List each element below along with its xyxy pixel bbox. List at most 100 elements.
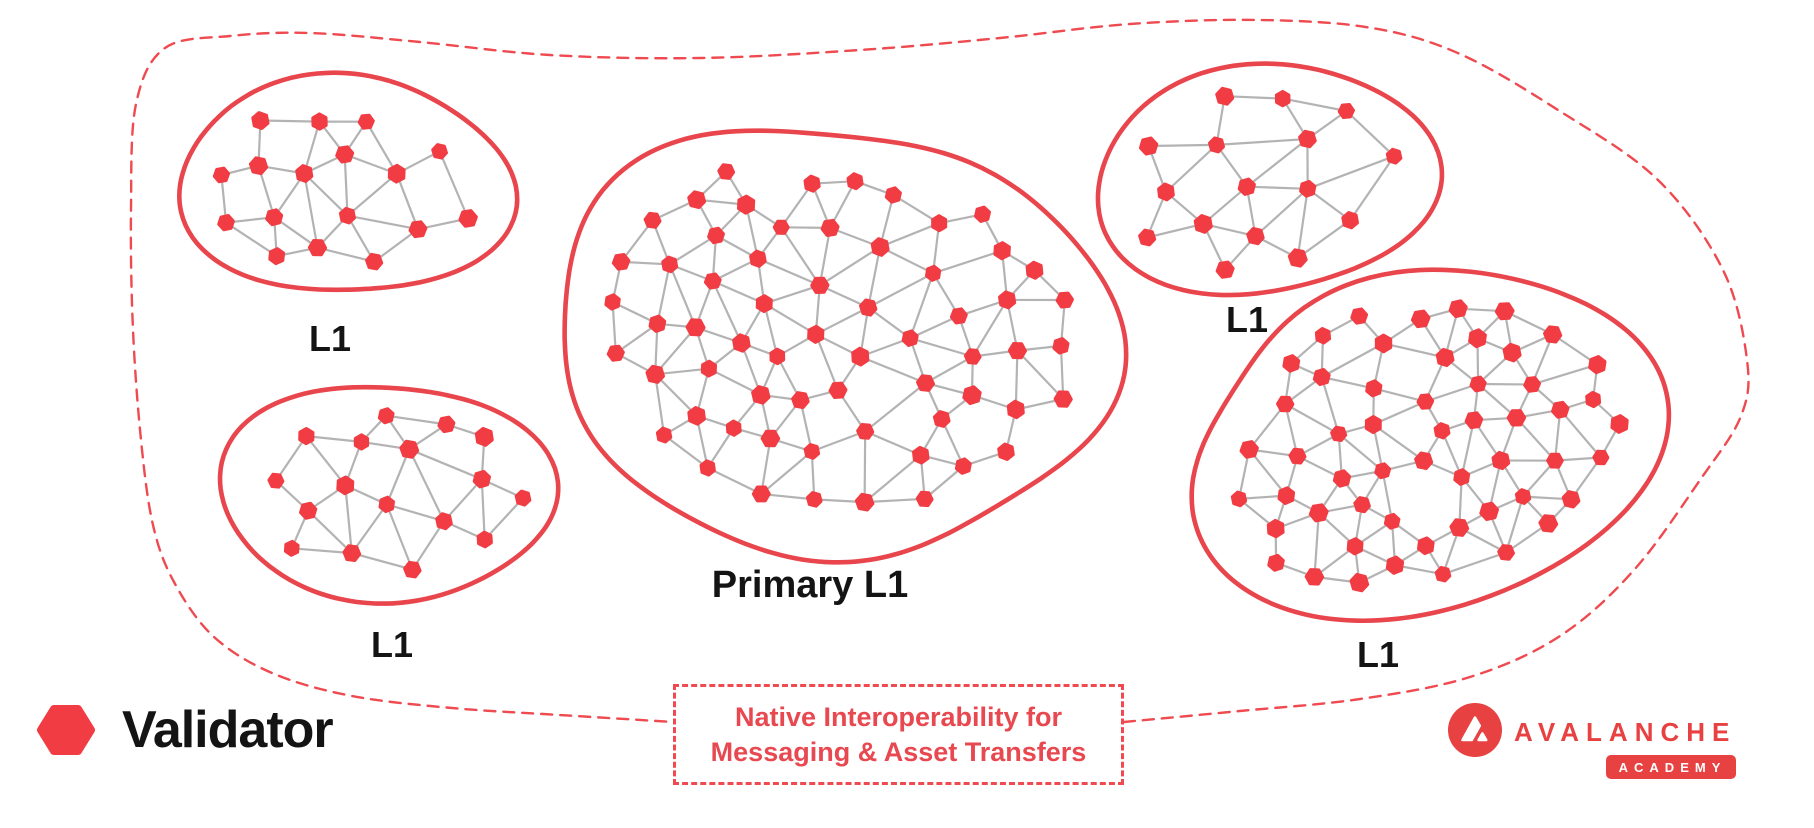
validator-node	[283, 539, 300, 557]
p2p-edge	[303, 172, 349, 217]
p2p-edge	[1146, 222, 1204, 239]
p2p-edge	[1559, 409, 1602, 459]
validator-node	[399, 439, 420, 459]
p2p-edge	[1383, 342, 1446, 359]
p2p-edge	[343, 154, 349, 216]
validator-node	[1007, 342, 1027, 360]
p2p-edge	[707, 466, 762, 495]
p2p-edge	[305, 435, 347, 487]
academy-badge: ACADEMY	[1605, 755, 1737, 779]
validator-node	[387, 163, 406, 184]
p2p-edge	[864, 382, 927, 433]
p2p-edge	[365, 121, 398, 175]
cluster-label-l1-top-left: L1	[308, 318, 352, 359]
validator-node	[1287, 248, 1308, 268]
validator-node	[645, 364, 665, 384]
p2p-edge	[708, 367, 762, 396]
validator-legend: Validator	[36, 700, 334, 760]
validator-node	[408, 220, 428, 239]
validator-node	[1208, 136, 1225, 154]
validator-node	[1299, 179, 1317, 198]
validator-node	[803, 174, 821, 193]
validator-node	[1506, 409, 1527, 427]
p2p-edge	[1246, 185, 1308, 190]
p2p-edge	[864, 497, 925, 504]
validator-node	[1230, 490, 1248, 508]
validator-node	[1433, 422, 1451, 440]
p2p-edge	[274, 435, 308, 482]
p2p-edge	[663, 434, 709, 469]
p2p-edge	[763, 284, 821, 305]
p2p-edge	[1373, 387, 1426, 403]
p2p-edge	[273, 172, 306, 218]
validator-node	[1332, 469, 1352, 488]
p2p-edge	[443, 478, 483, 522]
validator-node	[856, 423, 875, 440]
validator-node	[336, 475, 355, 496]
p2p-edge	[344, 485, 353, 554]
validator-node	[1282, 354, 1301, 373]
p2p-edge	[1014, 350, 1019, 410]
validator-node	[1330, 425, 1348, 442]
validator-node	[1353, 496, 1371, 514]
p2p-edge	[864, 430, 922, 457]
p2p-edge	[386, 414, 447, 426]
p2p-edge	[867, 272, 934, 309]
p2p-edge	[317, 246, 375, 263]
validator-node	[884, 186, 902, 204]
p2p-edge	[780, 183, 813, 228]
validator-node	[806, 491, 823, 508]
cluster-label-l1-bottom-left: L1	[370, 624, 414, 665]
p2p-edge	[411, 520, 445, 571]
validator-node	[1374, 333, 1393, 354]
p2p-edge	[1320, 376, 1340, 435]
validator-node	[1546, 452, 1564, 469]
validator-node	[962, 385, 982, 406]
validator-node	[846, 172, 864, 191]
validator-node	[606, 344, 625, 362]
p2p-edge	[373, 228, 419, 263]
validator-node	[295, 164, 314, 183]
validator-node	[1497, 544, 1515, 561]
avalanche-academy-logo: AVALANCHE ACADEMY	[1447, 702, 1737, 779]
avalanche-wordmark: AVALANCHE	[1514, 717, 1737, 747]
validator-node	[655, 426, 673, 444]
validator-node	[820, 218, 840, 237]
validator-node	[1288, 447, 1307, 465]
validator-node	[1374, 462, 1392, 480]
p2p-edge	[879, 222, 940, 248]
validator-node	[1277, 486, 1296, 505]
validator-node	[1464, 411, 1484, 430]
p2p-edge	[1248, 403, 1287, 451]
p2p-edge	[480, 479, 486, 540]
p2p-edge	[1460, 419, 1475, 478]
validator-node	[1416, 393, 1435, 410]
validator-node	[1588, 355, 1607, 375]
p2p-edge	[712, 280, 765, 305]
p2p-edge	[1297, 219, 1351, 259]
p2p-edge	[879, 194, 895, 248]
validator-node	[1561, 490, 1581, 509]
validator-node	[1469, 375, 1487, 393]
validator-node	[611, 253, 631, 271]
validator-node	[1523, 376, 1541, 393]
validator-node	[1274, 89, 1291, 108]
p2p-edge	[932, 249, 1003, 275]
validator-node	[749, 249, 767, 268]
p2p-edge	[909, 272, 935, 339]
p2p-edge	[971, 299, 1009, 358]
p2p-edge	[819, 284, 869, 309]
p2p-edge	[225, 221, 278, 258]
validator-node	[993, 241, 1011, 261]
validator-node	[604, 293, 621, 311]
validator-node	[299, 501, 318, 520]
p2p-edge	[385, 448, 411, 505]
p2p-edge	[346, 172, 398, 217]
p2p-edge	[291, 547, 352, 555]
validator-node	[1435, 347, 1455, 368]
validator-node	[915, 490, 934, 508]
p2p-edge	[811, 430, 866, 453]
validator-node	[1193, 214, 1213, 234]
